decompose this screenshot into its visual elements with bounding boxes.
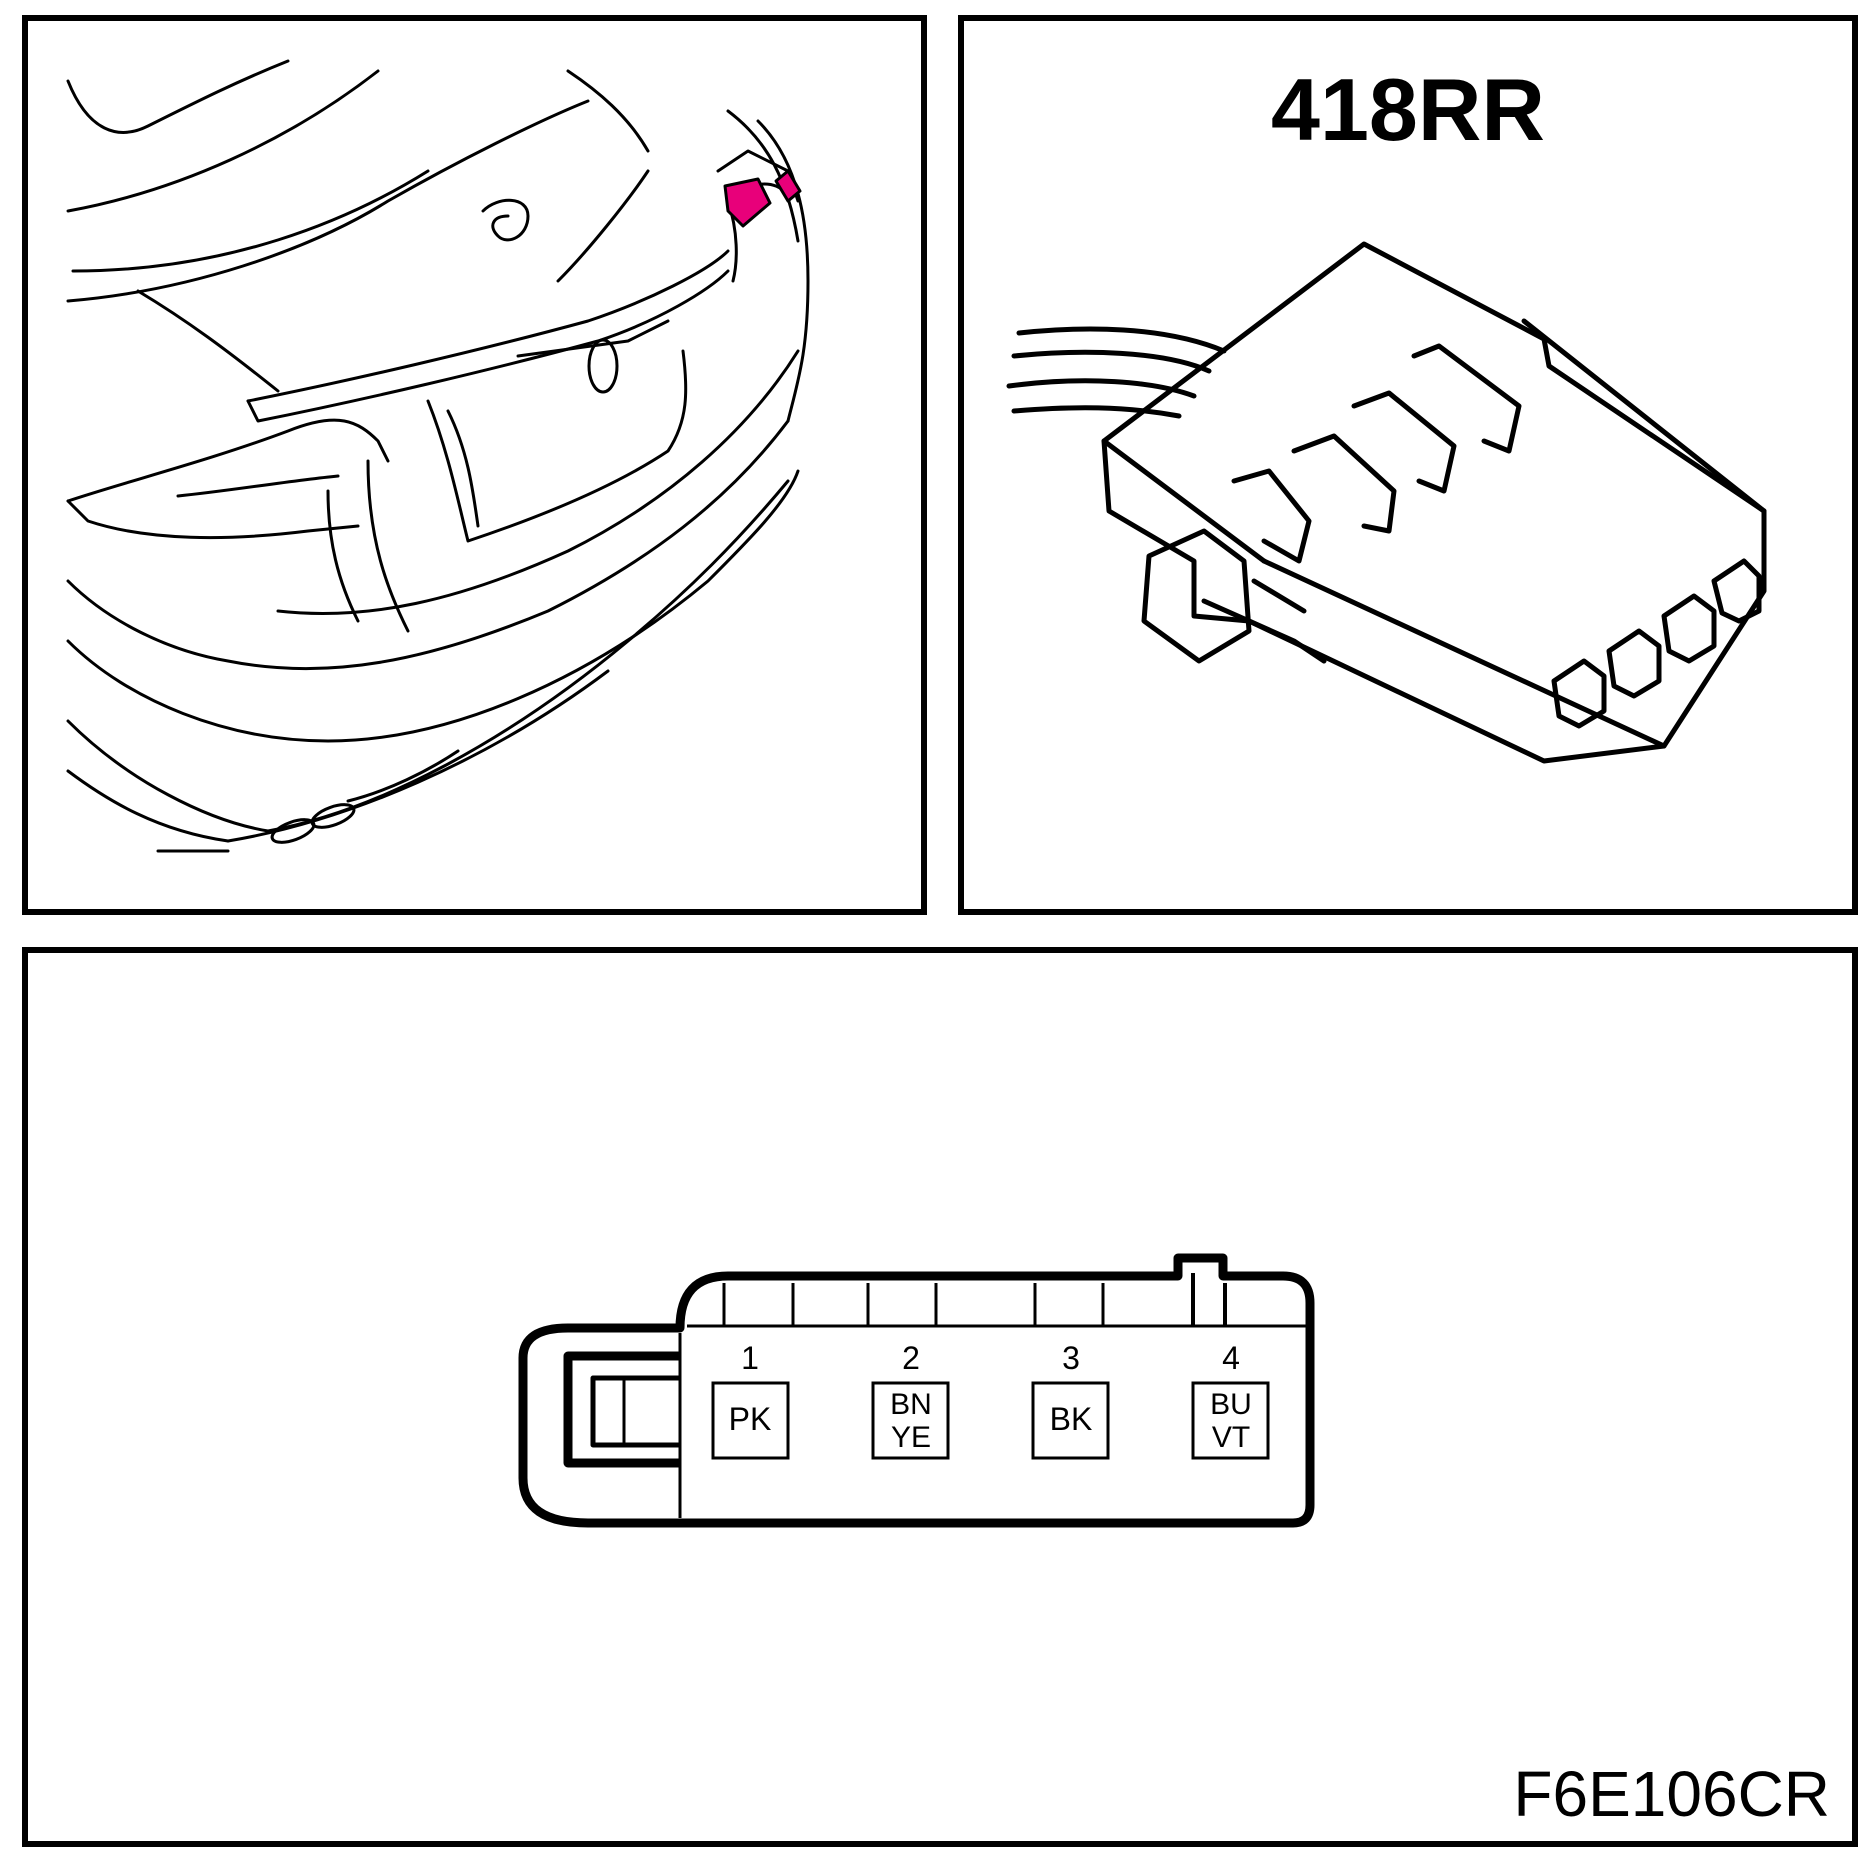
pin-3-number: 3 — [1062, 1340, 1080, 1376]
pin-1-wire-color: PK — [729, 1401, 772, 1437]
pin-4-number: 4 — [1222, 1340, 1240, 1376]
pin-3-cavity — [1031, 1381, 1110, 1460]
pin-1-number: 1 — [741, 1340, 759, 1376]
pin-2-wire-color-line1: BN — [890, 1388, 932, 1421]
pin-2-cavity — [871, 1381, 950, 1460]
connector-location-highlight — [723, 177, 772, 228]
pin-4-wire-color-line2: VT — [1212, 1421, 1250, 1454]
connector-face-diagram: 1 PK 2 BN YE 3 BK 4 BU VT — [518, 1253, 1315, 1528]
connector-view-panel: 418RR — [958, 15, 1858, 915]
connector-3d-illustration — [1006, 241, 1767, 764]
pin-1-cavity — [711, 1381, 790, 1460]
pin-2-number: 2 — [902, 1340, 920, 1376]
pin-4-cavity — [1191, 1381, 1270, 1460]
pin-3-wire-color: BK — [1050, 1401, 1093, 1437]
pin-4-wire-color-line1: BU — [1210, 1388, 1252, 1421]
connector-id-label: 418RR — [1271, 60, 1545, 159]
connector-location-highlight-2 — [774, 169, 802, 203]
vehicle-rear-illustration — [66, 59, 810, 853]
pinout-panel: 1 PK 2 BN YE 3 BK 4 BU VT F6E106CR — [22, 947, 1858, 1847]
pin-2-wire-color-line2: YE — [891, 1421, 931, 1454]
figure-code: F6E106CR — [1513, 1758, 1830, 1830]
vehicle-location-panel — [22, 15, 927, 915]
